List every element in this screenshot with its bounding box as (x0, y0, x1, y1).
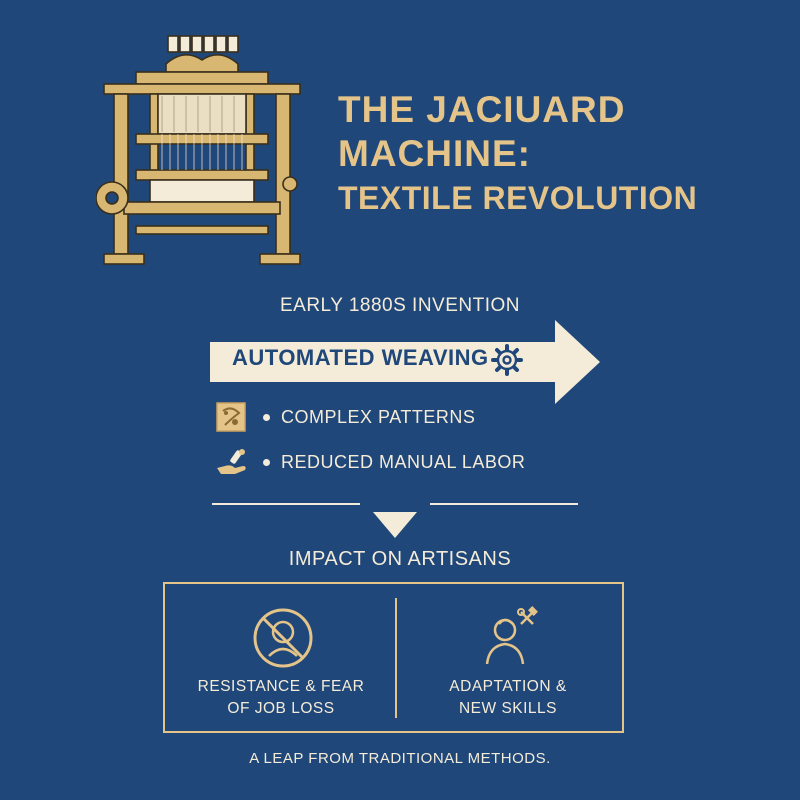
pattern-card-icon (216, 402, 246, 432)
impact-heading: IMPACT ON ARTISANS (288, 548, 512, 570)
gear-icon (491, 344, 523, 376)
impact-left-line-2: OF JOB LOSS (227, 700, 335, 717)
page-title-line-1: THE JACIUARD (338, 89, 626, 130)
timeline-arrow (210, 320, 600, 404)
bullet-dot (263, 458, 270, 466)
no-person-icon (253, 608, 313, 668)
page-subtitle: TEXTILE REVOLUTION (338, 180, 698, 216)
bullet-text: REDUCED MANUAL LABOR (281, 451, 526, 472)
impact-left-text: RESISTANCE & FEAR OF JOB LOSS (181, 676, 381, 720)
impact-box: RESISTANCE & FEAR OF JOB LOSS ADAPTATION… (163, 582, 624, 733)
down-triangle-icon (373, 512, 417, 538)
impact-right-line-1: ADAPTATION & (449, 678, 567, 695)
punch-cards-icon (167, 35, 239, 53)
divider-left (212, 503, 360, 505)
page-title-line-2: MACHINE: (338, 133, 531, 174)
footer-tagline: A LEAP FROM TRADITIONAL METHODS. (249, 750, 551, 767)
invention-date-label: EARLY 1880S INVENTION (279, 295, 520, 316)
impact-right-text: ADAPTATION & NEW SKILLS (408, 676, 608, 720)
bullet-dot (263, 413, 270, 421)
box-divider (395, 598, 397, 718)
person-with-tools-icon (485, 606, 538, 665)
impact-left-line-1: RESISTANCE & FEAR (197, 678, 365, 695)
hand-tool-icon (217, 449, 246, 474)
bullet-text: COMPLEX PATTERNS (281, 406, 476, 427)
arrow-label: AUTOMATED WEAVING (232, 345, 489, 370)
bullet-complex-patterns: COMPLEX PATTERNS (215, 401, 475, 433)
impact-right-line-2: NEW SKILLS (458, 700, 558, 717)
jacquard-loom-illustration (96, 35, 301, 265)
divider-right (430, 503, 578, 505)
bullet-reduced-labor: REDUCED MANUAL LABOR (215, 446, 525, 478)
